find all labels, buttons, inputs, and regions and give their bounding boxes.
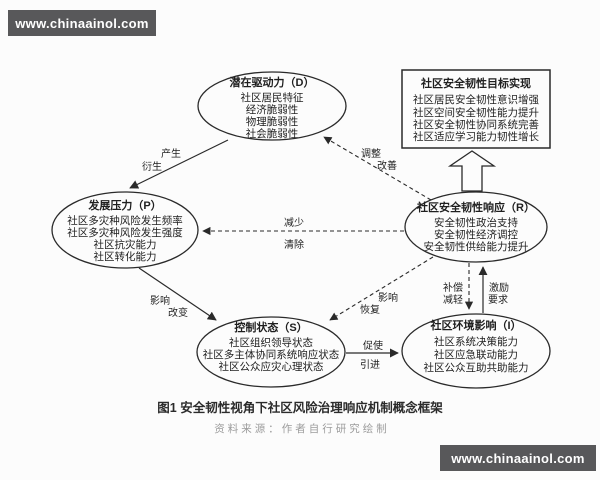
edge-label-compensate: 补偿 — [443, 281, 463, 294]
node-goal: 社区安全韧性目标实现 社区居民安全韧性意识增强 社区空间安全韧性能力提升 社区安… — [401, 69, 551, 149]
arrow-response-to-impact: 补偿 减轻 — [443, 263, 474, 310]
edge-label-produce: 产生 — [161, 147, 181, 160]
pressure-ellipse — [51, 191, 199, 269]
pressure-item: 社区多灾种风险发生频率 — [67, 214, 183, 227]
goal-title: 社区安全韧性目标实现 — [420, 76, 531, 90]
arrow-response-to-driver: 调整 改善 — [323, 136, 432, 201]
node-impact: 社区环境影响（I） 社区系统决策能力 社区应急联动能力 社区公众互助共助能力 — [401, 313, 551, 389]
edge-label-reduce: 减少 — [284, 217, 304, 229]
pressure-item: 社区抗灾能力 — [94, 238, 157, 251]
state-item: 社区多主体协同系统响应状态 — [203, 348, 340, 361]
state-item: 社区公众应灾心理状态 — [219, 360, 324, 373]
arrow-impact-to-response: 激励 要求 — [478, 266, 509, 313]
edge-label-incentivize: 激励 — [489, 281, 509, 294]
edge-label-change: 改变 — [168, 306, 188, 319]
node-pressure: 发展压力（P） 社区多灾种风险发生频率 社区多灾种风险发生强度 社区抗灾能力 社… — [51, 191, 199, 269]
edge-label-prompt: 促使 — [363, 339, 383, 352]
impact-title: 社区环境影响（I） — [429, 318, 521, 332]
pressure-item: 社区转化能力 — [94, 250, 157, 263]
response-item: 安全韧性政治支持 — [434, 216, 518, 229]
edge-label-adjust: 调整 — [361, 147, 381, 160]
arrow-driver-to-pressure: 产生 衍生 — [129, 139, 229, 189]
goal-item: 社区空间安全韧性能力提升 — [413, 106, 539, 119]
source-caption: 资料来源：作者自行研究绘制 — [214, 422, 390, 435]
response-item: 安全韧性经济调控 — [434, 228, 518, 241]
watermark-banner-bottom: www.chinaainol.com — [440, 445, 596, 471]
watermark-url-top: www.chinaainol.com — [15, 15, 149, 31]
impact-item: 社区应急联动能力 — [434, 348, 518, 361]
driver-item: 经济脆弱性 — [246, 103, 299, 116]
driver-title: 潜在驱动力（D） — [230, 75, 315, 89]
watermark-banner-top: www.chinaainol.com — [8, 10, 156, 36]
figure-caption: 图1 安全韧性视角下社区风险治理响应机制概念框架 — [157, 400, 443, 415]
driver-ellipse — [197, 71, 347, 141]
goal-item: 社区安全韧性协同系统完善 — [413, 118, 539, 131]
response-item: 安全韧性供给能力提升 — [424, 240, 529, 253]
node-response: 社区安全韧性响应（R） 安全韧性政治支持 安全韧性经济调控 安全韧性供给能力提升 — [404, 191, 548, 263]
goal-item: 社区适应学习能力韧性增长 — [413, 130, 539, 143]
driver-item: 社区居民特征 — [241, 91, 304, 104]
edge-label-remove: 清除 — [284, 238, 304, 251]
pressure-title: 发展压力（P） — [87, 198, 161, 212]
edge-label-affect-left: 影响 — [150, 294, 170, 307]
node-driver: 潜在驱动力（D） 社区居民特征 经济脆弱性 物理脆弱性 社会脆弱性 — [197, 71, 347, 141]
impact-item: 社区系统决策能力 — [434, 335, 518, 348]
response-title: 社区安全韧性响应（R） — [416, 200, 535, 214]
arrow-response-to-state: 影响 恢复 — [329, 256, 434, 321]
node-state: 控制状态（S） 社区组织领导状态 社区多主体协同系统响应状态 社区公众应灾心理状… — [196, 316, 346, 388]
arrow-pressure-to-state: 影响 改变 — [138, 267, 217, 321]
edge-label-improve: 改善 — [377, 159, 397, 172]
edge-label-require: 要求 — [488, 294, 508, 306]
pressure-item: 社区多灾种风险发生强度 — [67, 226, 183, 239]
driver-item: 物理脆弱性 — [246, 115, 299, 128]
goal-box — [401, 69, 551, 149]
edge-label-recover: 恢复 — [360, 303, 380, 316]
response-ellipse — [404, 191, 548, 263]
edge-label-derive: 衍生 — [142, 160, 162, 173]
watermark-url-bottom: www.chinaainol.com — [451, 450, 585, 466]
state-ellipse — [196, 316, 346, 388]
state-title: 控制状态（S） — [234, 320, 307, 334]
arrow-state-to-impact: 促使 引进 — [346, 339, 399, 371]
arrow-response-to-pressure: 减少 清除 — [202, 217, 404, 251]
arrow-response-to-goal — [447, 150, 497, 192]
edge-label-introduce: 引进 — [360, 359, 380, 371]
impact-ellipse — [401, 313, 551, 389]
driver-item: 社会脆弱性 — [246, 127, 299, 140]
impact-item: 社区公众互助共助能力 — [424, 361, 529, 374]
edge-label-mitigate: 减轻 — [443, 293, 463, 306]
goal-item: 社区居民安全韧性意识增强 — [413, 93, 539, 106]
edge-label-affect-right: 影响 — [378, 291, 398, 304]
state-item: 社区组织领导状态 — [229, 336, 313, 349]
